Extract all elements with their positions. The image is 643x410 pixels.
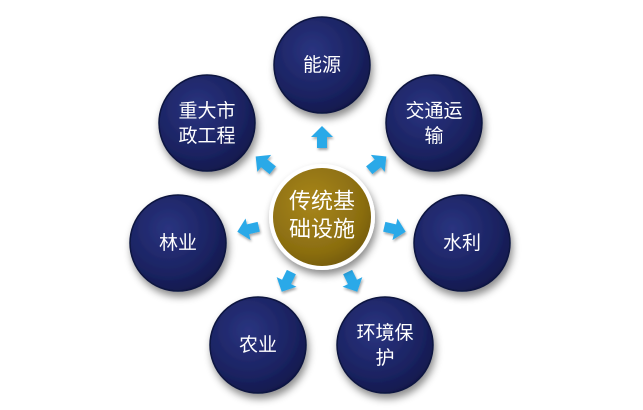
center-label-line2: 础设施 (289, 218, 355, 243)
node-energy: 能源 (273, 16, 371, 114)
node-agriculture-label: 农业 (239, 334, 277, 356)
node-agriculture: 农业 (209, 296, 307, 394)
center-label-line1: 传统基 (289, 190, 355, 215)
arrow-to-agriculture (276, 269, 297, 292)
arrow-to-forestry (237, 218, 260, 240)
node-municipal-label-line2: 政工程 (178, 125, 235, 147)
node-environment: 环境保 护 (336, 296, 434, 394)
node-energy-label: 能源 (303, 54, 341, 76)
arrow-to-environment (342, 269, 363, 292)
node-transport-label-line1: 交通运 (405, 100, 462, 122)
node-environment-label-line1: 环境保 (356, 322, 413, 344)
node-transport: 交通运 输 (385, 74, 483, 172)
node-municipal-label-line1: 重大市 (178, 100, 235, 122)
node-water: 水利 (413, 194, 511, 292)
node-forestry-label: 林业 (159, 232, 197, 254)
arrow-to-transport (366, 154, 387, 175)
node-forestry: 林业 (129, 194, 227, 292)
arrow-to-energy (311, 126, 333, 148)
node-environment-label-line2: 护 (375, 347, 394, 369)
node-water-label: 水利 (443, 232, 481, 254)
center-node: 传统基 础设施 (269, 164, 375, 270)
arrow-to-municipal (255, 154, 276, 175)
node-transport-label-line2: 输 (424, 125, 443, 147)
arrow-to-water (383, 218, 406, 240)
arrows (237, 126, 406, 292)
node-municipal: 重大市 政工程 (158, 74, 256, 172)
